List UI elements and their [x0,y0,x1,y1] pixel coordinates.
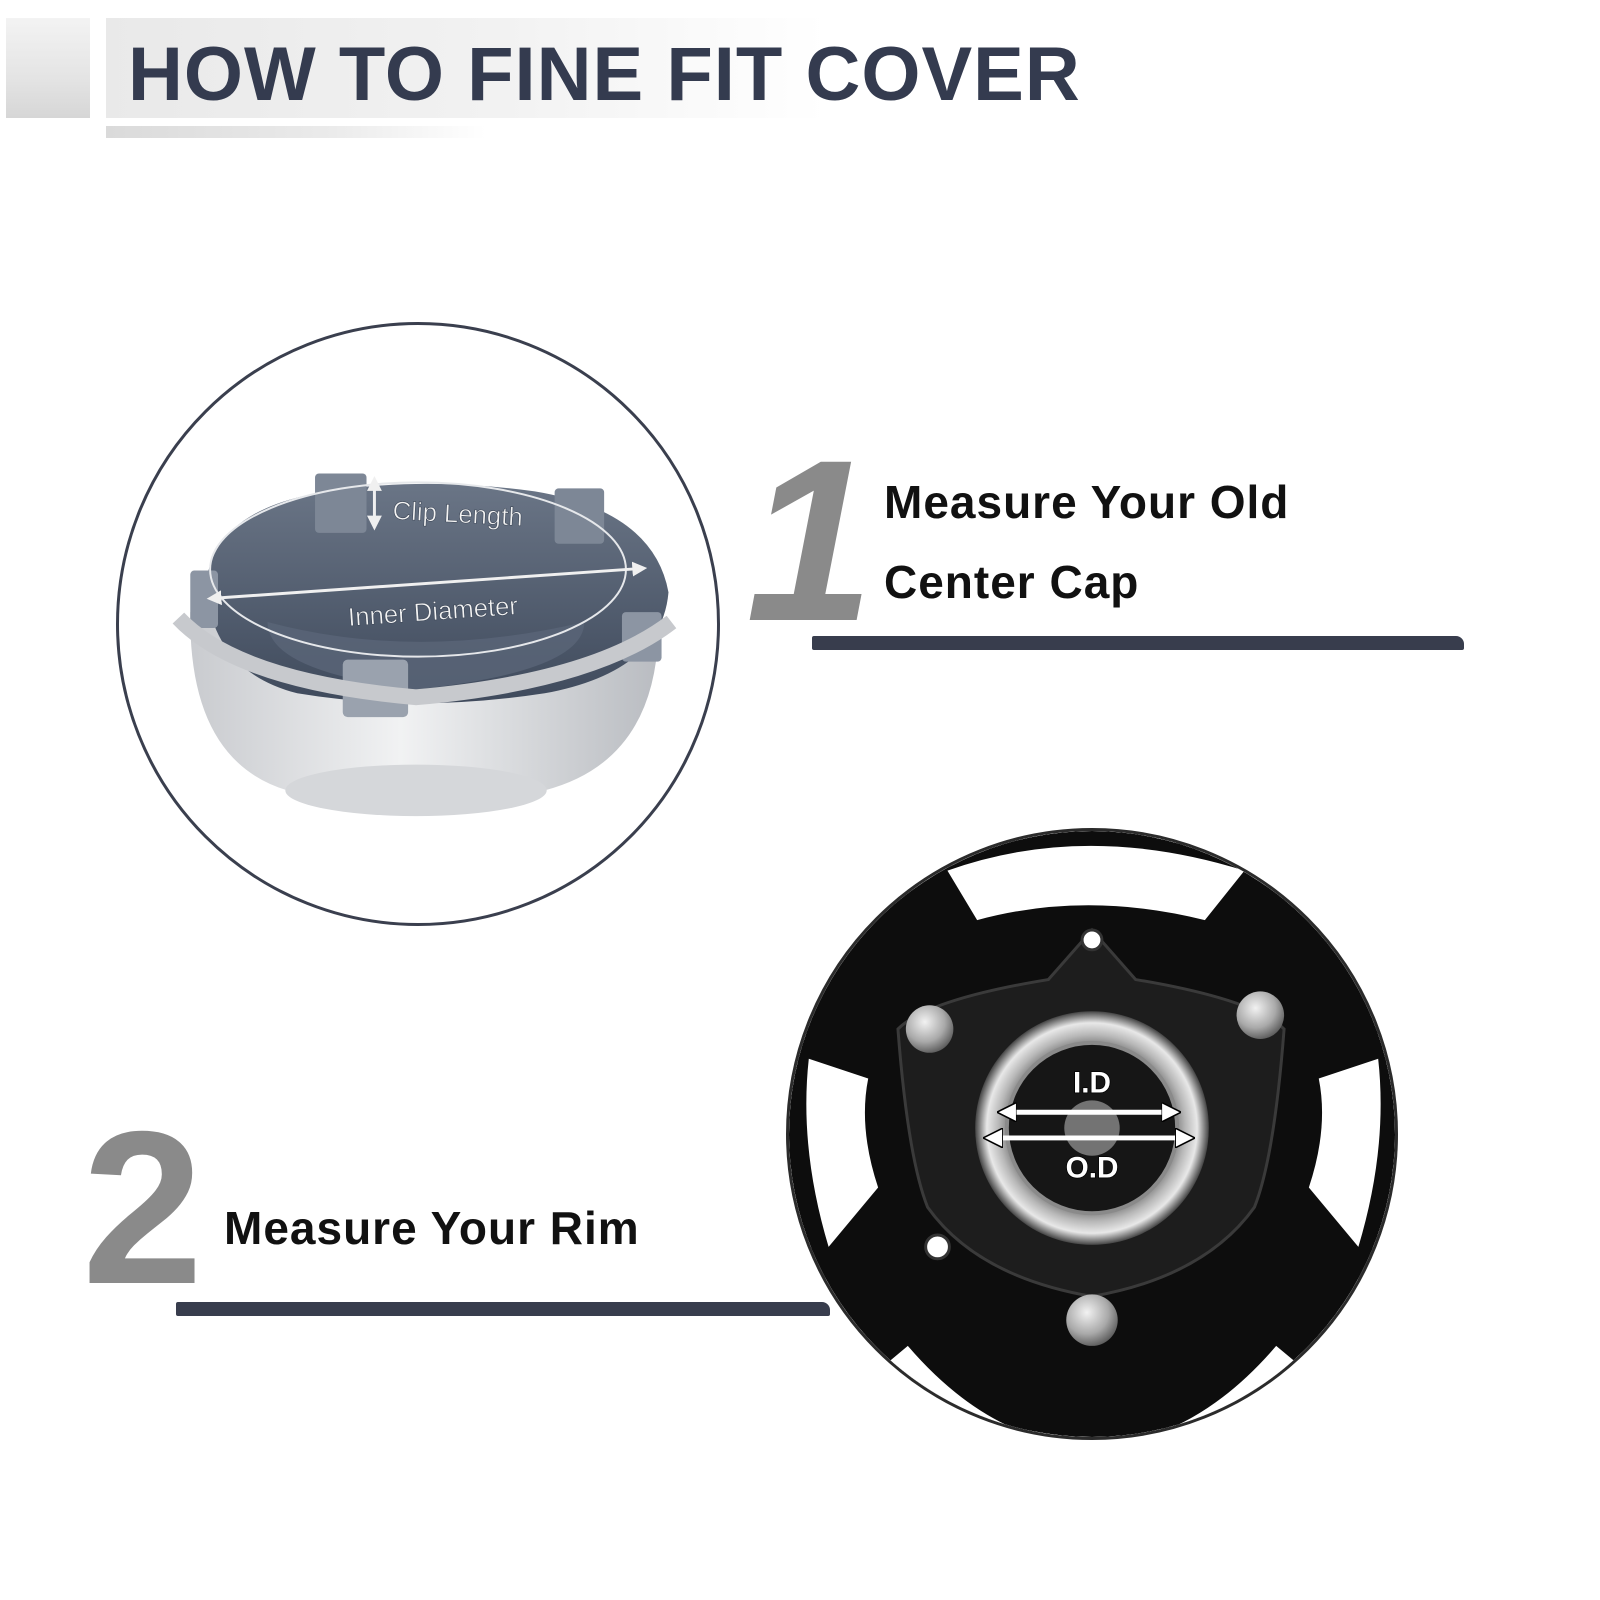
inner-diameter-label: I.D [1073,1066,1111,1099]
lug-nut [1236,991,1285,1039]
cap-clip [554,488,605,544]
step-1-underline [812,636,1464,650]
cap-bottom-rim [285,764,547,817]
cap-clip [315,473,367,533]
rim-window [806,1058,879,1247]
step-2-underline [176,1302,830,1316]
step-2-title: Measure Your Rim [224,1202,640,1254]
step-1-title-line-1: Measure Your Old [884,476,1290,528]
header-band [106,18,826,118]
rim-hub-illustration: I.D O.D [789,831,1395,1437]
clip-length-label: Clip Length [392,497,523,532]
center-cap-photo: Clip Length Inner Diameter [116,322,720,926]
step-2-number: 2 [82,1087,203,1330]
inner-diameter-arrow [206,561,648,606]
header-underline [106,126,486,138]
rim-window [1147,1345,1306,1437]
lug-nut [905,1005,954,1053]
page-title: HOW TO FINE FIT COVER [128,32,1081,117]
cap-clip [190,570,219,628]
rim-window [1308,1058,1381,1247]
lug-nut [1066,1294,1118,1346]
outer-diameter-label: O.D [1066,1152,1119,1185]
header-accent-block [6,18,90,118]
rim-hub-photo: I.D O.D [786,828,1398,1440]
rim-window [947,845,1245,921]
center-cap-illustration: Clip Length Inner Diameter [172,473,677,817]
rim-window [878,1345,1037,1437]
step-1-number: 1 [746,412,874,669]
step-1-title-line-2: Center Cap [884,556,1140,608]
step-1-title: Measure Your Old Center Cap [884,462,1404,622]
